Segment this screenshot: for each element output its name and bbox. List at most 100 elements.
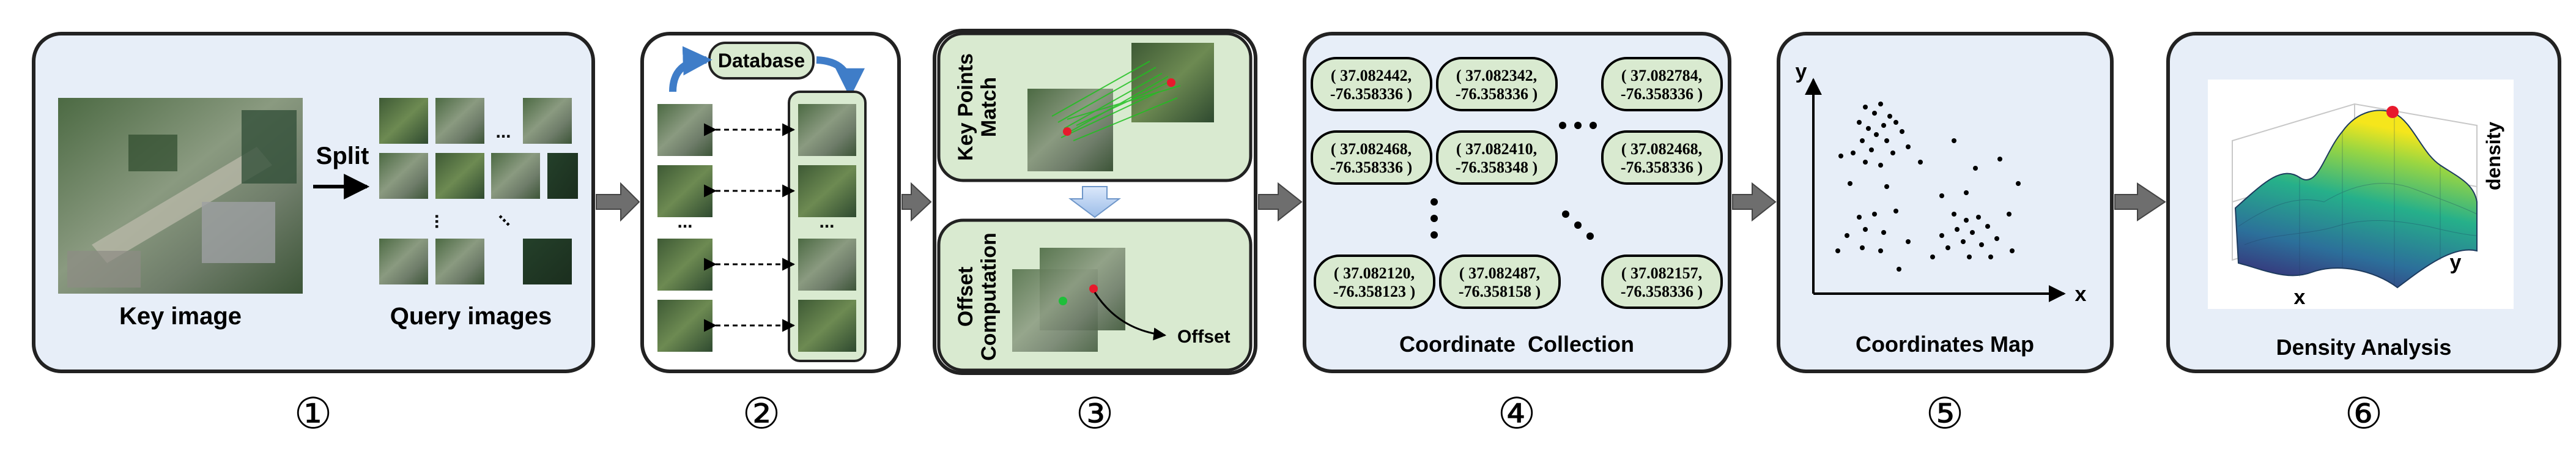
offset-label: Offset bbox=[1177, 327, 1231, 347]
query-image-tile bbox=[523, 98, 572, 144]
flow-arrow bbox=[2114, 182, 2166, 221]
svg-text:( 37.082468,: ( 37.082468, bbox=[1331, 140, 1412, 158]
stage-number: ② bbox=[742, 388, 781, 439]
svg-text:-76.358336 ): -76.358336 ) bbox=[1621, 283, 1703, 300]
coordinates-map-label: Coordinates Map bbox=[1856, 332, 2034, 357]
query-image-tile bbox=[491, 153, 540, 199]
flow-arrow bbox=[596, 182, 640, 222]
coordinate-item: ( 37.082157, -76.358336 ) bbox=[1601, 255, 1723, 309]
x-axis-label: x bbox=[2075, 283, 2087, 306]
coordinate-item: ( 37.082120, -76.358123 ) bbox=[1314, 255, 1435, 309]
key-image bbox=[58, 98, 303, 294]
database-image-group bbox=[788, 91, 867, 362]
svg-text:( 37.082342,: ( 37.082342, bbox=[1456, 67, 1537, 84]
query-image-tile bbox=[379, 98, 428, 144]
stage-number: ⑥ bbox=[2345, 388, 2383, 439]
stage-number: ③ bbox=[1076, 388, 1114, 439]
surface-mesh bbox=[2238, 113, 2478, 285]
database-out-arrow bbox=[816, 56, 865, 98]
coordinate-item: ( 37.082410, -76.358348 ) bbox=[1436, 130, 1558, 185]
database-label: Database bbox=[718, 50, 805, 72]
ellipsis: ... bbox=[819, 212, 834, 232]
database-image bbox=[798, 239, 856, 291]
database-in-arrow bbox=[669, 46, 712, 92]
stage-5: y x Coordinates Map ⑤ bbox=[1777, 32, 2114, 439]
stage-number: ⑤ bbox=[1926, 388, 1964, 439]
ellipsis-dots bbox=[1430, 122, 1597, 240]
ellipsis-vertical: ... bbox=[431, 214, 451, 229]
retrieval-links bbox=[704, 123, 796, 332]
query-image-tile bbox=[435, 239, 484, 284]
query-image-tile bbox=[435, 98, 484, 144]
query-image bbox=[657, 239, 712, 291]
key-image-label: Key image bbox=[119, 303, 242, 330]
coordinate-item: ( 37.082784, -76.358336 ) bbox=[1601, 57, 1723, 111]
x-axis-label: x bbox=[2294, 286, 2306, 309]
coordinate-item: ( 37.082487, -76.358158 ) bbox=[1439, 255, 1561, 309]
offset-marker-red bbox=[1089, 284, 1098, 293]
svg-text:( 37.082784,: ( 37.082784, bbox=[1621, 67, 1702, 84]
stage-number: ④ bbox=[1498, 388, 1536, 439]
svg-text:-76.358158 ): -76.358158 ) bbox=[1459, 283, 1541, 300]
svg-text:( 37.082157,: ( 37.082157, bbox=[1621, 264, 1702, 282]
coordinate-item: ( 37.082468, -76.358336 ) bbox=[1311, 130, 1432, 185]
database-image bbox=[798, 165, 856, 217]
stage-6: density x y Density Analysis ⑥ bbox=[2166, 32, 2561, 439]
query-column: ... bbox=[657, 104, 712, 352]
query-image-grid: ... ... ... bbox=[379, 98, 578, 284]
density-axis-label: density bbox=[2482, 122, 2504, 190]
svg-text:( 37.082468,: ( 37.082468, bbox=[1621, 140, 1702, 158]
scatter-points bbox=[1835, 102, 2021, 272]
stage-1: Key image Split ... ... ... Query images… bbox=[32, 32, 595, 439]
query-image-tile bbox=[547, 153, 578, 199]
svg-text:( 37.082487,: ( 37.082487, bbox=[1459, 264, 1540, 282]
svg-text:-76.358336 ): -76.358336 ) bbox=[1621, 85, 1703, 103]
stage-3: Key Points Match Offset Computation Offs… bbox=[933, 29, 1257, 439]
svg-text:( 37.082410,: ( 37.082410, bbox=[1456, 140, 1537, 158]
offset-title-line2: Computation bbox=[977, 232, 1001, 361]
keypoint-marker bbox=[1167, 78, 1175, 87]
flow-arrow bbox=[901, 182, 932, 222]
y-axis-label: y bbox=[1796, 60, 1807, 83]
query-image bbox=[657, 104, 712, 156]
split-label: Split bbox=[316, 143, 369, 169]
query-image-tile bbox=[523, 239, 572, 284]
y-axis-label: y bbox=[2450, 251, 2462, 274]
query-image-tile bbox=[379, 239, 428, 284]
ellipsis: ... bbox=[677, 212, 692, 232]
query-image bbox=[657, 300, 712, 352]
svg-text:-76.358336 ): -76.358336 ) bbox=[1330, 85, 1412, 103]
match-title-line2: Match bbox=[977, 77, 1001, 137]
svg-text:-76.358348 ): -76.358348 ) bbox=[1456, 158, 1538, 176]
flow-arrow bbox=[1732, 182, 1777, 222]
ellipsis-horizontal: ... bbox=[495, 122, 511, 142]
query-image bbox=[657, 165, 712, 217]
svg-text:-76.358123 ): -76.358123 ) bbox=[1333, 283, 1415, 300]
coordinate-item: ( 37.082342, -76.358336 ) bbox=[1436, 57, 1558, 111]
database-image bbox=[798, 300, 856, 352]
svg-text:-76.358336 ): -76.358336 ) bbox=[1621, 158, 1703, 176]
flow-arrows bbox=[596, 182, 2166, 222]
svg-text:-76.358336 ): -76.358336 ) bbox=[1330, 158, 1412, 176]
flow-arrow bbox=[1258, 182, 1303, 222]
svg-text:-76.358336 ): -76.358336 ) bbox=[1456, 85, 1538, 103]
query-image-tile bbox=[435, 153, 484, 199]
offset-title-line1: Offset bbox=[954, 267, 977, 327]
coordinate-collection-label: Coordinate Collection bbox=[1399, 332, 1634, 357]
database-column: ... bbox=[798, 104, 856, 352]
offset-image-front bbox=[1012, 269, 1098, 352]
down-arrow bbox=[1068, 186, 1121, 218]
keypoint-marker bbox=[1063, 127, 1071, 136]
query-images-label: Query images bbox=[390, 303, 552, 330]
stage-4: ( 37.082442, -76.358336 ) ( 37.082342, -… bbox=[1303, 32, 1731, 439]
match-lines bbox=[1051, 61, 1181, 141]
svg-text:( 37.082442,: ( 37.082442, bbox=[1331, 67, 1412, 84]
offset-arrow bbox=[1094, 292, 1167, 341]
match-title-line1: Key Points bbox=[954, 53, 977, 161]
database-image bbox=[798, 104, 856, 156]
coordinate-item: ( 37.082468, -76.358336 ) bbox=[1601, 130, 1723, 185]
coordinate-item: ( 37.082442, -76.358336 ) bbox=[1311, 57, 1432, 111]
stage-number: ① bbox=[294, 388, 333, 439]
density-analysis-label: Density Analysis bbox=[2276, 335, 2452, 360]
density-surface bbox=[2234, 110, 2478, 289]
